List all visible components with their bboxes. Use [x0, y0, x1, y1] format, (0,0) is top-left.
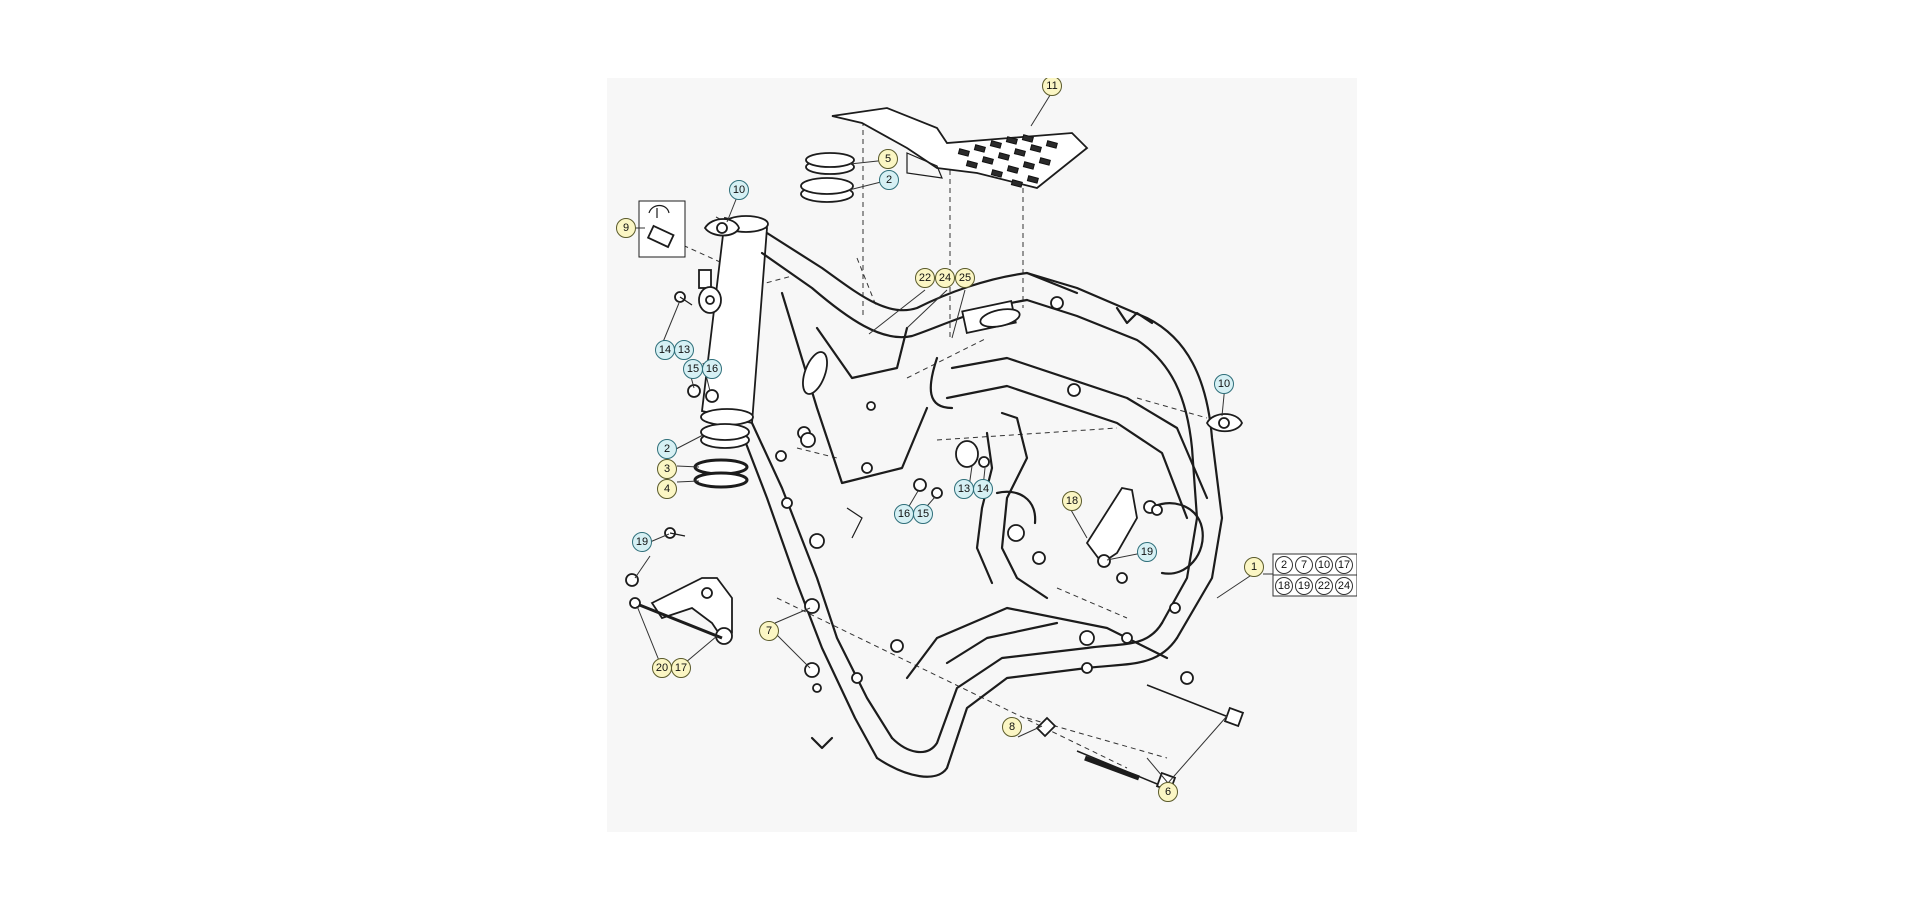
svg-text:10: 10: [1218, 378, 1230, 390]
kit-item: 7: [1301, 559, 1307, 571]
kit-contents-table: 2 7 10 17 18 19 22 24: [1272, 553, 1357, 597]
svg-text:22: 22: [919, 272, 931, 284]
callout-24[interactable]: 24: [935, 268, 955, 288]
callout-16-center[interactable]: 16: [894, 504, 914, 524]
callout-7[interactable]: 7: [759, 621, 779, 641]
callout-20[interactable]: 20: [652, 658, 672, 678]
svg-text:16: 16: [898, 508, 910, 520]
callout-11[interactable]: 11: [1042, 78, 1062, 96]
kit-item: 19: [1298, 580, 1310, 592]
svg-text:16: 16: [706, 363, 718, 375]
clamps: [703, 218, 1243, 433]
svg-text:5: 5: [885, 153, 891, 165]
svg-text:2: 2: [886, 174, 892, 186]
svg-text:1: 1: [1251, 561, 1257, 573]
callout-8[interactable]: 8: [1002, 717, 1022, 737]
svg-text:8: 8: [1009, 721, 1015, 733]
callout-10-right[interactable]: 10: [1214, 374, 1234, 394]
callout-1[interactable]: 1: [1244, 557, 1264, 577]
skid-plate: [831, 107, 1089, 189]
svg-text:15: 15: [687, 363, 699, 375]
kit-item: 17: [1338, 559, 1350, 571]
callout-13-left[interactable]: 13: [674, 340, 694, 360]
kit-item: 18: [1278, 580, 1290, 592]
kit-item: 24: [1338, 580, 1350, 592]
callout-16-left[interactable]: 16: [702, 359, 722, 379]
callout-9[interactable]: 9: [616, 218, 636, 238]
main-frame: [740, 231, 1224, 778]
frame-exploded-diagram: 11 5 9 22 24 25 3 4 18 1 7 20 17 8 6 2 1…: [616, 78, 1357, 802]
diagram-panel: 11 5 9 22 24 25 3 4 18 1 7 20 17 8 6 2 1…: [607, 78, 1357, 832]
svg-text:13: 13: [958, 483, 970, 495]
callout-15-center[interactable]: 15: [913, 504, 933, 524]
svg-text:11: 11: [1046, 80, 1057, 92]
bearing-parts: [693, 152, 855, 489]
svg-text:6: 6: [1165, 786, 1171, 798]
callout-4[interactable]: 4: [657, 479, 677, 499]
assembly-guide-lines: [666, 112, 1208, 769]
svg-text:15: 15: [917, 508, 929, 520]
callout-19-left[interactable]: 19: [632, 532, 652, 552]
callout-2-top[interactable]: 2: [879, 170, 899, 190]
svg-text:25: 25: [959, 272, 971, 284]
callout-14-center[interactable]: 14: [973, 479, 993, 499]
kit-item: 2: [1281, 559, 1287, 571]
kit-item: 10: [1318, 559, 1330, 571]
callout-10-left[interactable]: 10: [729, 180, 749, 200]
svg-text:4: 4: [664, 483, 670, 495]
svg-text:9: 9: [623, 222, 629, 234]
callout-25[interactable]: 25: [955, 268, 975, 288]
svg-text:24: 24: [939, 272, 951, 284]
svg-text:2: 2: [664, 443, 670, 455]
svg-text:19: 19: [636, 536, 648, 548]
svg-text:17: 17: [675, 662, 687, 674]
callout-5[interactable]: 5: [878, 149, 898, 169]
callout-15-left[interactable]: 15: [683, 359, 703, 379]
svg-text:19: 19: [1141, 546, 1153, 558]
svg-text:7: 7: [766, 625, 772, 637]
svg-text:14: 14: [977, 483, 989, 495]
callout-19-right[interactable]: 19: [1137, 542, 1157, 562]
svg-text:13: 13: [678, 344, 690, 356]
engine-mount-brackets: [625, 486, 1163, 645]
svg-text:10: 10: [733, 184, 745, 196]
svg-text:14: 14: [659, 344, 671, 356]
svg-text:3: 3: [664, 463, 670, 475]
kit-item: 22: [1318, 580, 1330, 592]
callouts-yellow: 11 5 9 22 24 25 3 4 18 1 7 20 17 8 6: [616, 78, 1264, 802]
small-hardware: [638, 200, 1157, 738]
svg-text:20: 20: [656, 662, 668, 674]
callout-2-bottom[interactable]: 2: [657, 439, 677, 459]
callout-13-center[interactable]: 13: [954, 479, 974, 499]
callout-14-left[interactable]: 14: [655, 340, 675, 360]
callout-18[interactable]: 18: [1062, 491, 1082, 511]
callout-17[interactable]: 17: [671, 658, 691, 678]
long-bolts: [1076, 684, 1245, 793]
callouts-blue: 2 10 14 13 15 16 10 2 13 14 16 15 19 19: [632, 170, 1234, 562]
callout-3[interactable]: 3: [657, 459, 677, 479]
callout-6[interactable]: 6: [1158, 782, 1178, 802]
callout-22[interactable]: 22: [915, 268, 935, 288]
svg-text:18: 18: [1066, 495, 1078, 507]
